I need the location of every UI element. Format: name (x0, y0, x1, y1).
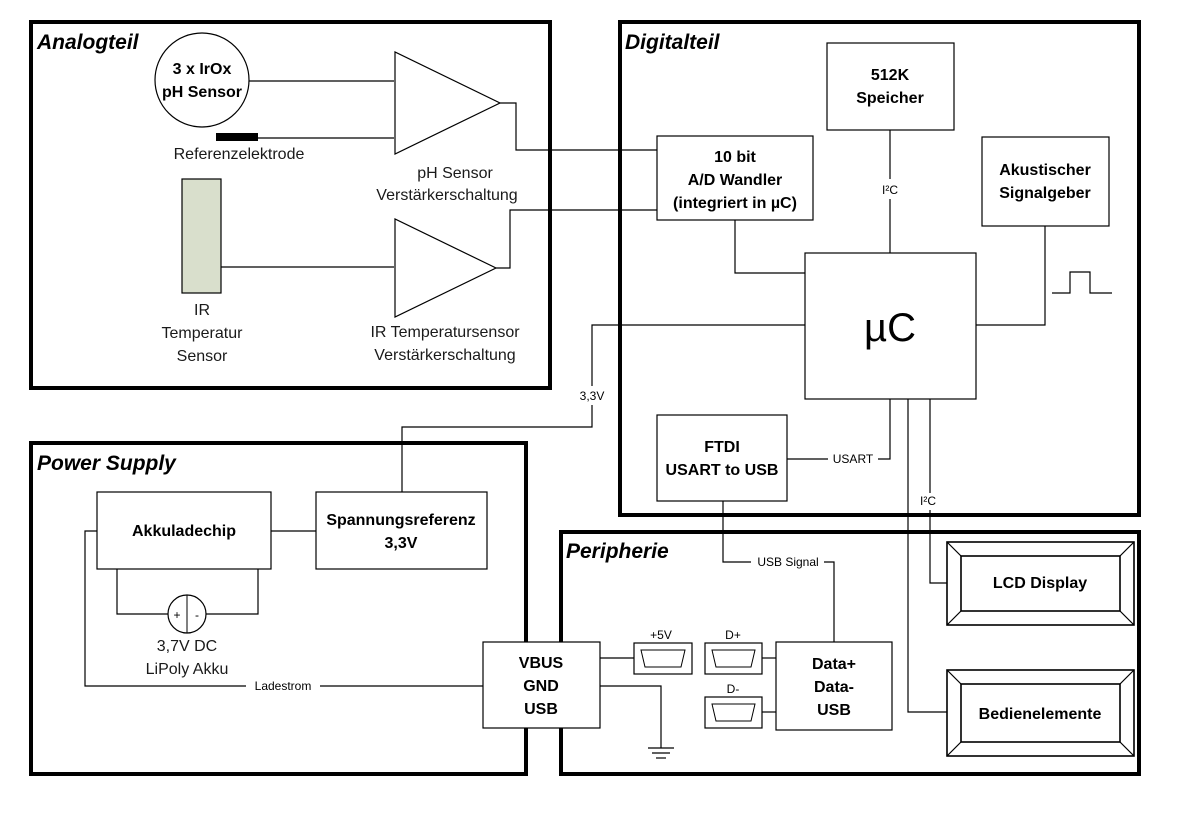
ph-amplifier-triangle (394, 51, 502, 155)
ftdi-box (656, 414, 788, 502)
ir-temperature-sensor (181, 178, 222, 294)
charger-chip-label: Akkuladechip (132, 523, 236, 540)
voltage-reference-label-line1: Spannungsreferenz (326, 512, 475, 529)
usb-data-label-line3: USB (817, 702, 851, 719)
i2c-lcd-label: I²C (920, 494, 936, 508)
adc-label-line3: (integriert in µC) (673, 195, 797, 212)
ir-amplifier-triangle (394, 218, 498, 318)
buzzer-box (981, 136, 1110, 227)
power-section-title: Power Supply (37, 452, 177, 475)
memory-label-line2: Speicher (856, 90, 924, 107)
ph-sensor: 3 x IrOx pH Sensor (154, 32, 250, 128)
charger-chip-box (96, 491, 272, 570)
reference-electrode-label: Referenzelektrode (174, 146, 305, 163)
usart-label: USART (833, 452, 874, 466)
voltage-reference-box (315, 491, 488, 570)
usb-power-label-line3: USB (524, 701, 558, 718)
battery-label-line2: LiPoly Akku (146, 661, 229, 678)
usb-power-box (482, 641, 601, 729)
ir-sensor-label-line2: Temperatur (162, 325, 244, 342)
connector-dminus-label: D- (727, 682, 740, 696)
buzzer-label-line2: Signalgeber (999, 185, 1091, 202)
adc-box (656, 135, 814, 221)
connector-dminus (704, 696, 763, 729)
usb-power-label-line2: GND (523, 678, 559, 695)
analog-section-frame (29, 20, 552, 390)
usb-power-label-line1: VBUS (519, 655, 564, 672)
charge-current-label: Ladestrom (255, 679, 312, 693)
connector-5v-label: +5V (650, 628, 672, 642)
adc-label-line2: A/D Wandler (688, 172, 783, 189)
battery-plus: + (173, 608, 180, 622)
usb-data-label-line1: Data+ (812, 656, 856, 673)
voltage-reference-label-line2: 3,3V (385, 535, 418, 552)
ph-amplifier-label-line1: pH Sensor (417, 165, 493, 182)
ir-sensor-label-line1: IR (194, 302, 210, 319)
connection-wires (84, 80, 1112, 759)
power-section-frame (29, 441, 528, 776)
lcd-display (946, 541, 1135, 626)
connector-5v (633, 642, 693, 675)
ph-sensor-label-line1: 3 x IrOx (173, 61, 232, 78)
ph-amplifier-label-line2: Verstärkerschaltung (376, 187, 517, 204)
control-elements (946, 669, 1135, 757)
battery-symbol: + - (167, 594, 207, 634)
reference-electrode (216, 133, 258, 141)
microcontroller-box (804, 252, 977, 400)
peripherie-section-title: Peripherie (566, 540, 669, 563)
battery-minus: - (195, 608, 199, 622)
adc-label-line1: 10 bit (714, 149, 756, 166)
control-elements-label: Bedienelemente (979, 706, 1102, 723)
connector-dplus-label: D+ (725, 628, 741, 642)
battery-label-line1: 3,7V DC (157, 638, 217, 655)
ph-sensor-label-line2: pH Sensor (162, 84, 242, 101)
ir-amplifier-label-line2: Verstärkerschaltung (374, 347, 515, 364)
analog-section-title: Analogteil (36, 31, 140, 54)
ftdi-label-line1: FTDI (704, 439, 740, 456)
digital-section-frame (618, 20, 1141, 517)
usb-data-box (775, 641, 893, 731)
connector-dplus (704, 642, 763, 675)
memory-box (826, 42, 955, 131)
digital-section-title: Digitalteil (625, 31, 721, 54)
ir-sensor-label-line3: Sensor (177, 348, 228, 365)
memory-label-line1: 512K (871, 67, 910, 84)
usb-data-label-line2: Data- (814, 679, 854, 696)
ir-amplifier-label-line1: IR Temperatursensor (370, 324, 520, 341)
ftdi-label-line2: USART to USB (666, 462, 779, 479)
lcd-display-label: LCD Display (993, 575, 1087, 592)
v33-label: 3,3V (580, 389, 605, 403)
i2c-memory-label: I²C (882, 183, 898, 197)
buzzer-label-line1: Akustischer (999, 162, 1091, 179)
microcontroller-label: µC (864, 306, 916, 350)
usb-signal-label: USB Signal (757, 555, 818, 569)
